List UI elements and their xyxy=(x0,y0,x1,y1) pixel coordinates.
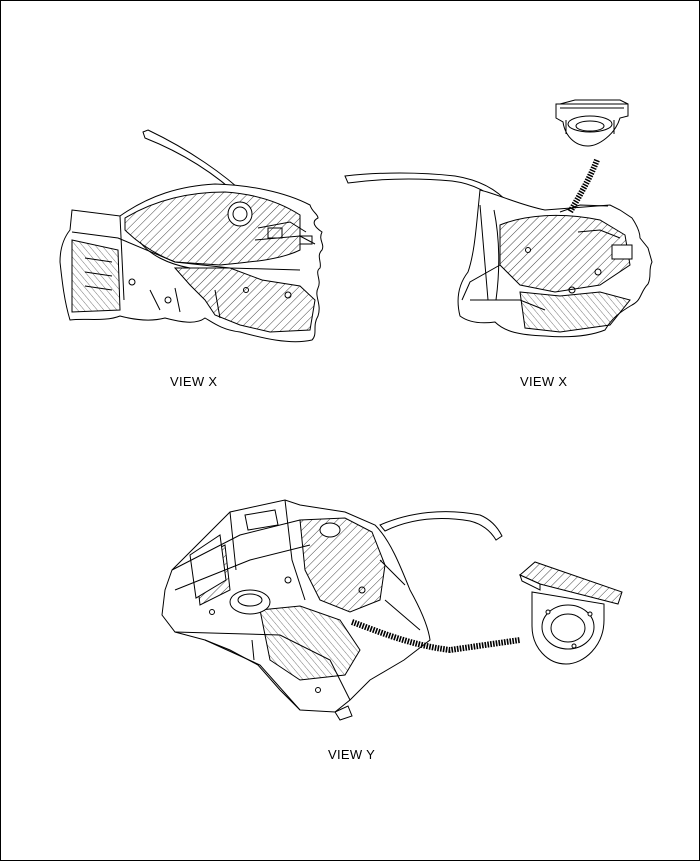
view-y-leader xyxy=(350,619,521,654)
view-y-caption: VIEW Y xyxy=(328,747,376,762)
view-x-detail-part xyxy=(555,99,629,147)
view-x-right-drawing xyxy=(344,172,653,338)
view-x-right-caption: VIEW X xyxy=(520,374,568,389)
view-x-left-drawing xyxy=(59,129,324,343)
view-x-right-leader xyxy=(567,158,600,214)
view-y-detail-part xyxy=(519,561,623,665)
view-x-left-caption: VIEW X xyxy=(170,374,218,389)
c-pillar xyxy=(379,511,503,541)
view-y-drawing xyxy=(161,499,503,721)
